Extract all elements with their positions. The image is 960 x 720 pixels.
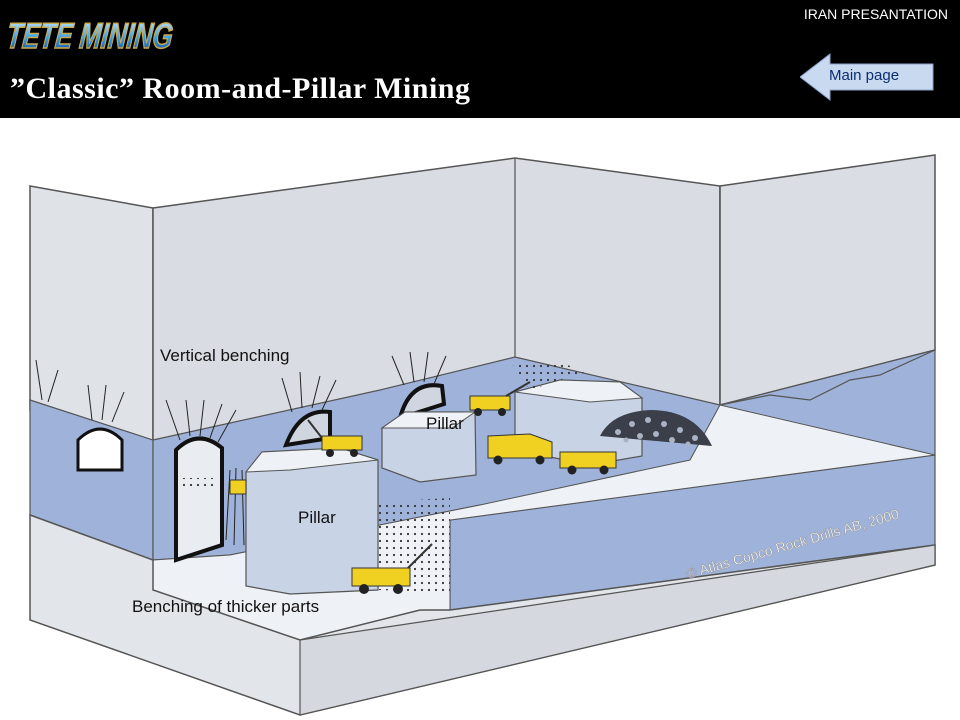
presentation-label: IRAN PRESANTATION — [804, 6, 948, 22]
label-pillar-upper: Pillar — [426, 414, 464, 433]
main-page-button[interactable]: Main page — [800, 52, 934, 102]
drift-opening-left — [78, 429, 122, 470]
vertical-drill-unit — [230, 480, 246, 494]
tete-mining-logo: TETE MINING — [6, 6, 182, 58]
room-and-pillar-diagram: Vertical benching Pillar Pillar Benching… — [0, 118, 960, 720]
label-pillar-lower: Pillar — [298, 508, 336, 527]
svg-text:TETE MINING: TETE MINING — [6, 15, 175, 56]
main-page-label: Main page — [829, 67, 899, 84]
label-vertical-benching: Vertical benching — [160, 346, 289, 365]
header-bar: TETE MINING IRAN PRESANTATION ”Classic” … — [0, 0, 960, 118]
label-benching-thicker: Benching of thicker parts — [132, 597, 319, 616]
drift-opening-main — [176, 438, 222, 560]
page-title: ”Classic” Room-and-Pillar Mining — [10, 72, 470, 106]
